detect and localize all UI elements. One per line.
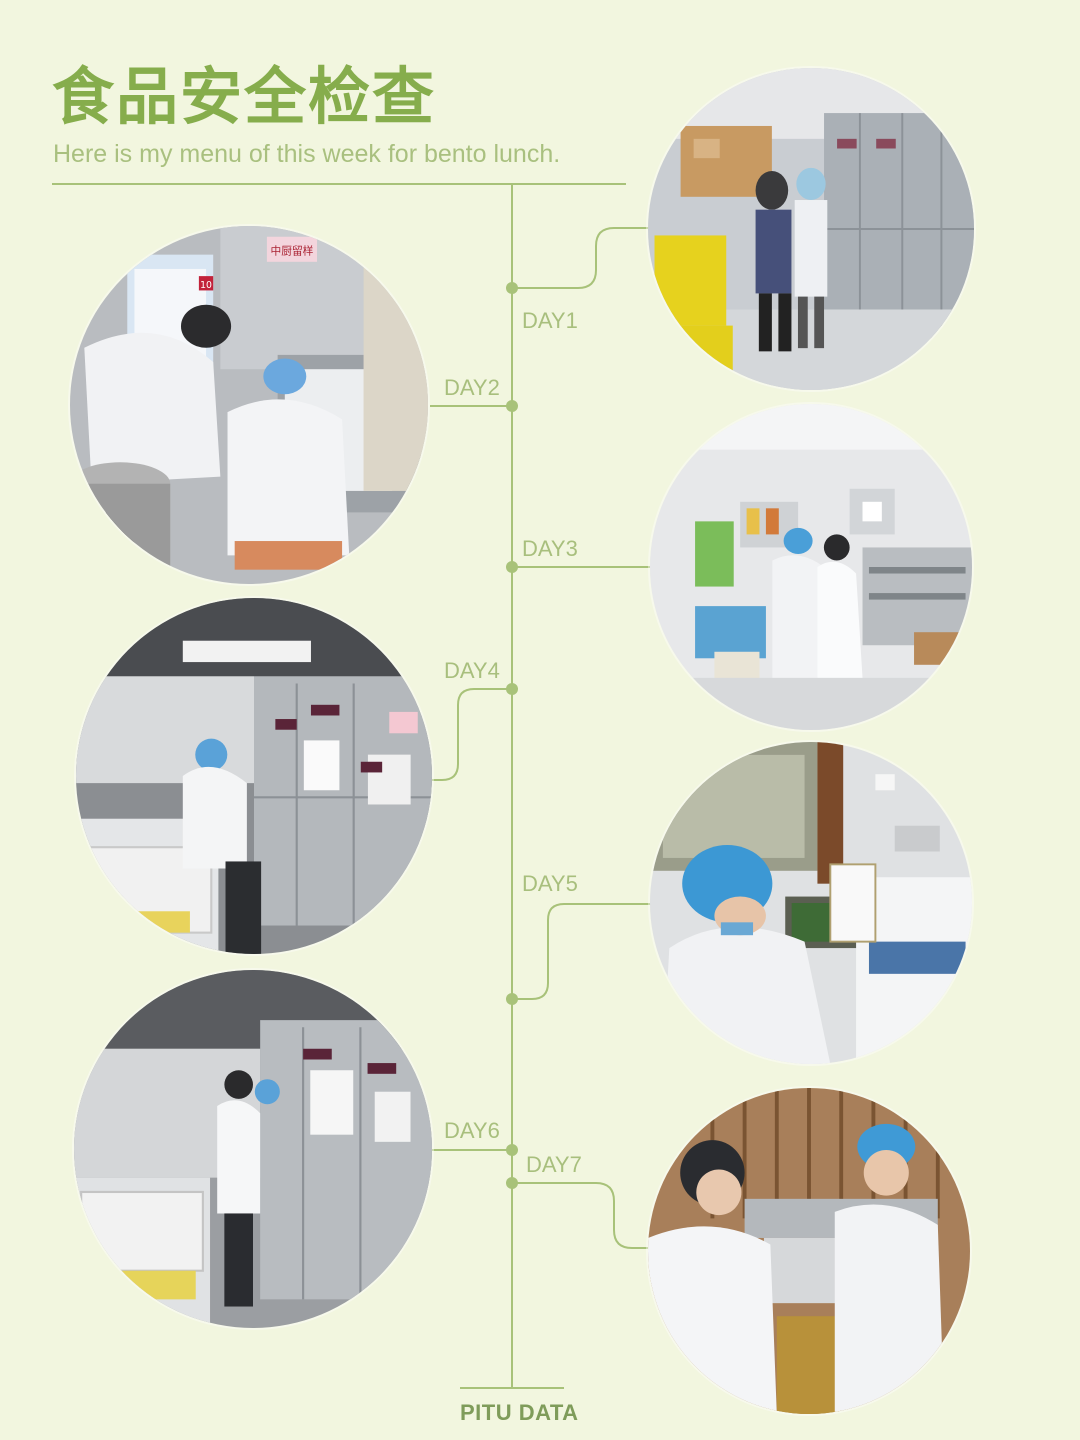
connector-day4 bbox=[432, 688, 512, 781]
photo-day3 bbox=[650, 404, 972, 730]
connector-day5 bbox=[512, 903, 652, 1000]
page-title: 食品安全检查 bbox=[52, 60, 437, 133]
timeline-node-day3 bbox=[506, 561, 518, 573]
timeline-node-day5 bbox=[506, 993, 518, 1005]
photo-day4 bbox=[76, 598, 432, 954]
day-label-2: DAY2 bbox=[444, 375, 500, 400]
photo-day2: 中厨留样 10 bbox=[70, 226, 428, 584]
footer-brand: PITU DATA bbox=[460, 1400, 579, 1425]
connector-day1 bbox=[512, 227, 660, 289]
day-label-5: DAY5 bbox=[522, 871, 578, 896]
photo-label: 中厨留样 bbox=[270, 245, 313, 258]
photo-day1 bbox=[648, 68, 974, 390]
day-label-3: DAY3 bbox=[522, 536, 578, 561]
photo-day5 bbox=[650, 742, 972, 1064]
timeline-node-day7 bbox=[506, 1177, 518, 1189]
day-label-1: DAY1 bbox=[522, 308, 578, 333]
page-subtitle: Here is my menu of this week for bento l… bbox=[53, 140, 561, 168]
timeline-node-day2 bbox=[506, 400, 518, 412]
timeline-node-day6 bbox=[506, 1144, 518, 1156]
day-label-4: DAY4 bbox=[444, 658, 500, 683]
photo-day6 bbox=[74, 970, 432, 1328]
photo-label: 10 bbox=[200, 280, 212, 291]
day-label-6: DAY6 bbox=[444, 1118, 500, 1143]
day-label-7: DAY7 bbox=[526, 1152, 582, 1177]
connector-day7 bbox=[512, 1182, 650, 1249]
timeline-node-day4 bbox=[506, 683, 518, 695]
timeline-node-day1 bbox=[506, 282, 518, 294]
photo-day7 bbox=[648, 1088, 970, 1414]
